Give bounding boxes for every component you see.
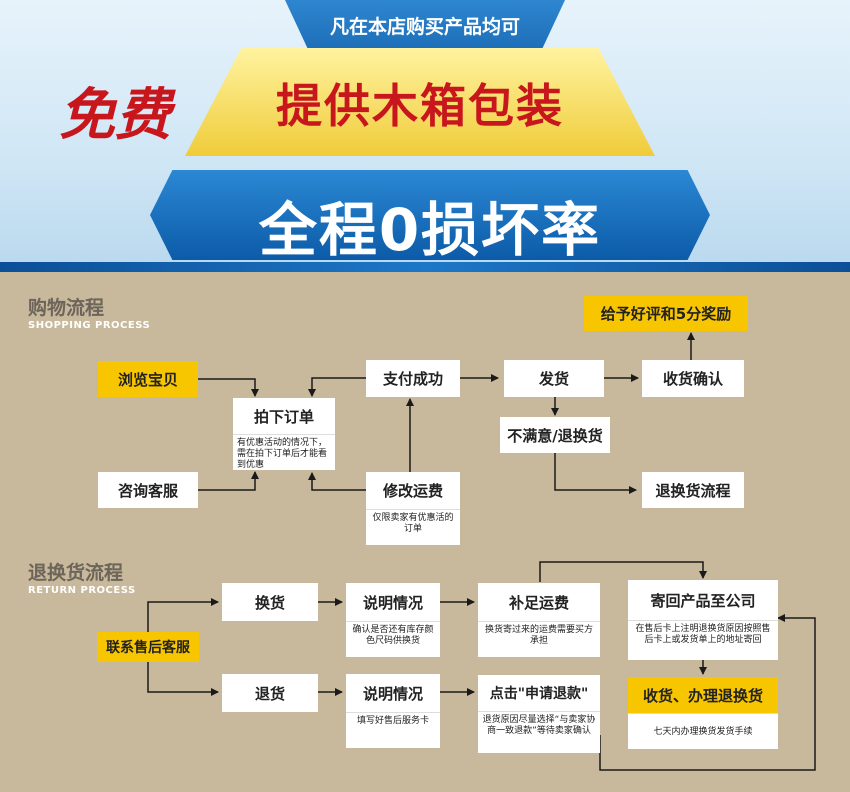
banner-blue-ribbon [150,170,710,260]
banner-free-text: 免费 [59,82,171,148]
step-return-process: 退换货流程 [642,472,744,508]
step-refund: 退货 [222,674,318,712]
shopping-title-en: SHOPPING PROCESS [28,320,151,331]
return-process-heading: 退换货流程 RETURN PROCESS [28,558,136,596]
promo-banner: 凡在本店购买产品均可 免费 提供木箱包装 全程0损坏率 [0,0,850,272]
step-explain-exchange: 说明情况 [346,583,440,621]
step-explain-refund: 说明情况 [346,674,440,712]
step-place-order: 拍下订单 [233,398,335,434]
banner-wooden-box-text: 提供木箱包装 [276,79,564,133]
step-receive-exchange: 收货、办理退换货 [628,677,778,713]
step-reward: 给予好评和5分奖励 [584,296,748,331]
shopping-title: 购物流程 [28,297,105,319]
banner-subtitle: 凡在本店购买产品均可 [329,16,520,38]
step-contact-service: 联系售后客服 [97,632,199,662]
step-browse: 浏览宝贝 [98,361,198,397]
step-ship: 发货 [504,360,604,397]
step-modify-shipping: 修改运费 [366,472,460,509]
banner-gold-ribbon [185,48,655,156]
step-pay-shipping: 补足运费 [478,583,600,621]
step-explain-refund-note: 填写好售后服务卡 [346,712,440,748]
return-title-en: RETURN PROCESS [28,585,136,596]
banner-top-ribbon [285,0,565,48]
banner-divider [0,262,850,272]
step-receive-exchange-note: 七天内办理换货发货手续 [628,713,778,749]
step-modify-shipping-note: 仅限卖家有优惠活的订单 [366,509,460,545]
step-unsatisfied: 不满意/退换货 [500,417,610,453]
step-send-back: 寄回产品至公司 [628,580,778,620]
step-explain-exchange-note: 确认是否还有库存颜色尺码供换货 [346,621,440,657]
step-apply-refund-note: 退货原因尽量选择“与卖家协商一致退款”等待卖家确认 [478,711,600,753]
step-payment-success: 支付成功 [366,360,460,397]
banner-zero-damage-text: 全程0损坏率 [258,196,602,264]
step-confirm-receipt: 收货确认 [642,360,744,397]
step-place-order-note: 有优惠活动的情况下，需在拍下订单后才能看到优惠 [233,434,335,470]
step-send-back-note: 在售后卡上注明退换货原因按照售后卡上或发货单上的地址寄回 [628,620,778,660]
step-apply-refund: 点击"申请退款" [478,675,600,711]
shopping-process-heading: 购物流程 SHOPPING PROCESS [28,293,150,331]
step-pay-shipping-note: 换货寄过来的运费需要买方承担 [478,621,600,657]
step-exchange: 换货 [222,583,318,621]
return-title: 退换货流程 [28,562,124,584]
step-consult: 咨询客服 [98,472,198,508]
